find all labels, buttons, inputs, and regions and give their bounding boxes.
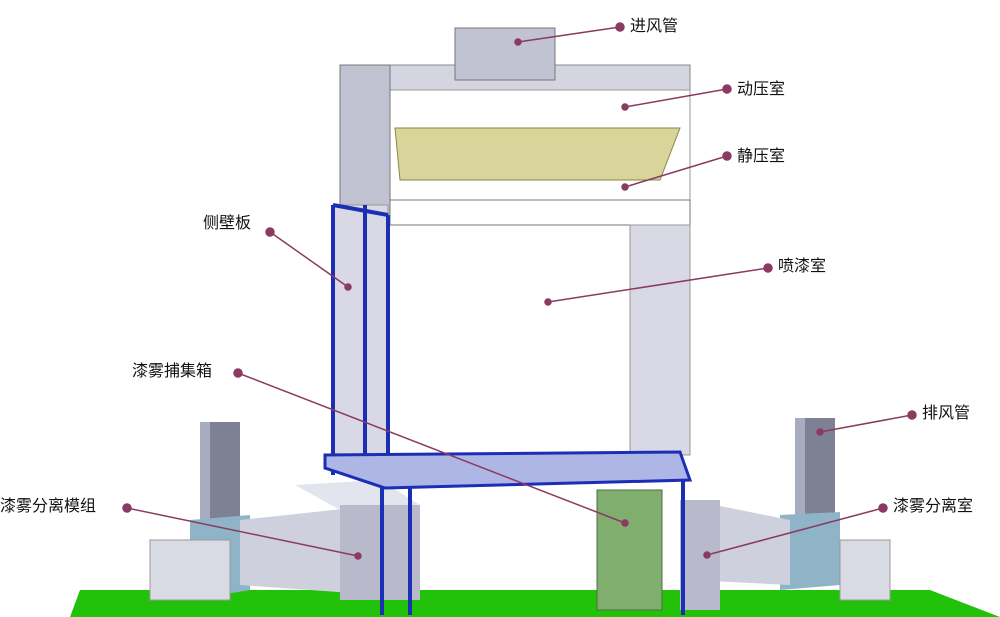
label-dynamic-pressure-chamber: 动压室: [737, 79, 786, 98]
label-side-wall-panel: 侧壁板: [203, 213, 252, 232]
leader-lines: [122, 22, 917, 560]
paint-mist-collection-box: [596, 489, 663, 611]
ground: [70, 590, 1000, 617]
floor-grating: [323, 450, 693, 490]
intake-duct: [454, 27, 556, 81]
label-paint-mist-collection-box: 漆雾捕集箱: [132, 361, 213, 380]
label-paint-mist-separation-chamber: 漆雾分离室: [893, 496, 974, 515]
label-exhaust-duct: 排风管: [922, 403, 971, 422]
side-wall-panel-right: [629, 224, 691, 456]
label-paint-mist-separation-module: 漆雾分离模组: [0, 496, 97, 515]
label-spray-booth: 喷漆室: [778, 256, 827, 275]
label-intake-duct: 进风管: [630, 16, 679, 35]
side-wall-panel-left: [332, 204, 389, 466]
label-static-pressure-chamber: 静压室: [737, 146, 786, 165]
static-pressure-filters: [394, 127, 681, 181]
steel-frame: [331, 203, 685, 615]
